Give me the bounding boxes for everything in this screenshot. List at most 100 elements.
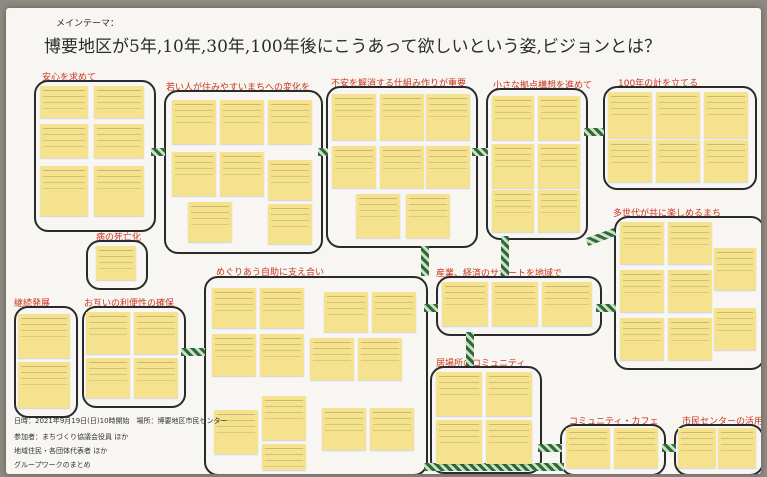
connector xyxy=(538,444,562,452)
cluster-ibasho xyxy=(430,366,542,474)
sticky-note xyxy=(668,222,712,264)
sticky-note xyxy=(380,94,424,140)
cluster-title-tasedai: 多世代が共に楽しめるまち xyxy=(613,209,722,219)
sticky-note xyxy=(358,338,402,380)
sticky-note xyxy=(406,194,450,238)
footer-note: グループワークのまとめ xyxy=(14,461,91,469)
sticky-note xyxy=(714,248,756,290)
sticky-note xyxy=(372,292,416,332)
sticky-note xyxy=(668,270,712,312)
cluster-keizoku xyxy=(14,306,78,418)
sticky-note xyxy=(542,282,592,326)
cluster-title-cafe: コミュニティ・カフェ xyxy=(569,417,659,427)
sticky-note xyxy=(620,270,664,312)
sticky-note xyxy=(356,194,400,238)
sticky-note xyxy=(268,204,312,244)
cluster-title-anshin: 安心を求めて xyxy=(42,73,97,83)
sticky-note xyxy=(538,144,580,188)
sticky-note xyxy=(86,358,130,398)
cluster-fuan xyxy=(326,86,478,248)
sticky-note xyxy=(620,318,664,360)
cluster-yamai xyxy=(86,240,148,290)
connector xyxy=(181,348,205,356)
sticky-note xyxy=(380,146,424,188)
sticky-note xyxy=(538,190,580,232)
sticky-note xyxy=(94,166,144,216)
connector xyxy=(662,444,676,452)
sticky-note xyxy=(436,372,482,416)
sticky-note xyxy=(718,428,756,468)
cluster-title-ibasho: 居場所のコミュニティ xyxy=(436,359,526,369)
cluster-title-fuan: 不安を解消する仕組み作りが重要 xyxy=(331,79,467,89)
poster-paper: メインテーマ： 博要地区が5年,10年,30年,100年後にこうあって欲しいとい… xyxy=(6,8,761,474)
sticky-note xyxy=(94,124,144,158)
sticky-note xyxy=(40,166,88,216)
sticky-note xyxy=(656,92,700,138)
cluster-title-yamai: 病の死亡化 xyxy=(96,233,142,243)
sticky-note xyxy=(268,160,312,200)
sticky-note xyxy=(436,420,482,464)
sticky-note xyxy=(426,146,470,188)
sticky-note xyxy=(608,92,652,138)
sticky-note xyxy=(442,282,488,326)
connector xyxy=(151,148,165,156)
cluster-title-meguri: めぐりあう自助に支え合い xyxy=(216,268,325,278)
connector xyxy=(466,332,474,366)
sticky-note xyxy=(538,96,580,140)
sticky-note xyxy=(614,428,658,468)
sticky-note xyxy=(332,146,376,188)
sticky-note xyxy=(220,152,264,196)
sticky-note xyxy=(656,140,700,182)
sticky-note xyxy=(370,408,414,450)
cluster-riben xyxy=(82,306,186,408)
sticky-note xyxy=(188,202,232,242)
cluster-title-kyoten: 小さな拠点構想を進めて xyxy=(493,81,593,91)
connector xyxy=(424,463,564,471)
theme-label: メインテーマ： xyxy=(56,19,120,29)
sticky-note xyxy=(18,362,70,408)
sticky-note xyxy=(86,312,130,354)
sticky-note xyxy=(332,94,376,140)
cluster-title-riben: お互いの利便性の確保 xyxy=(84,299,175,309)
cluster-title-100nen: 100年の計を立てる xyxy=(618,79,699,89)
cluster-wakai xyxy=(164,90,323,254)
sticky-note xyxy=(324,292,368,332)
connector xyxy=(318,148,328,156)
sticky-note xyxy=(172,100,216,144)
sticky-note xyxy=(620,222,664,264)
sticky-note xyxy=(220,100,264,144)
connector xyxy=(501,236,509,276)
sticky-note xyxy=(486,420,532,464)
footer-members: 地域住民・各団体代表者 ほか xyxy=(14,447,108,455)
sticky-note xyxy=(668,318,712,360)
sticky-note xyxy=(134,312,178,354)
cluster-meguri xyxy=(204,276,428,474)
sticky-note xyxy=(260,334,304,376)
sticky-note xyxy=(212,334,256,376)
sticky-note xyxy=(492,144,534,188)
connector xyxy=(584,128,604,136)
sticky-note xyxy=(262,396,306,440)
connector xyxy=(585,228,617,246)
sticky-note xyxy=(492,190,534,232)
sticky-note xyxy=(608,140,652,182)
sticky-note xyxy=(486,372,532,416)
sticky-note xyxy=(268,100,312,144)
cluster-title-sangyo: 産業、経済のサポートを地域で xyxy=(436,269,563,279)
sticky-note xyxy=(214,410,258,454)
sticky-note xyxy=(262,444,306,470)
sticky-note xyxy=(40,86,88,118)
sticky-note xyxy=(492,282,538,326)
sticky-note xyxy=(492,96,534,140)
sticky-note xyxy=(704,140,748,182)
sticky-note xyxy=(426,94,470,140)
sticky-note xyxy=(310,338,354,380)
sticky-note xyxy=(212,288,256,328)
sticky-note xyxy=(18,314,70,358)
sticky-note xyxy=(704,92,748,138)
sticky-note xyxy=(94,86,144,118)
sticky-note xyxy=(40,124,88,158)
cluster-title-wakai: 若い人が住みやすいまちへの変化を xyxy=(166,83,311,93)
cluster-title-keizoku: 継続発展 xyxy=(14,299,51,309)
cluster-kyoten xyxy=(486,88,588,240)
